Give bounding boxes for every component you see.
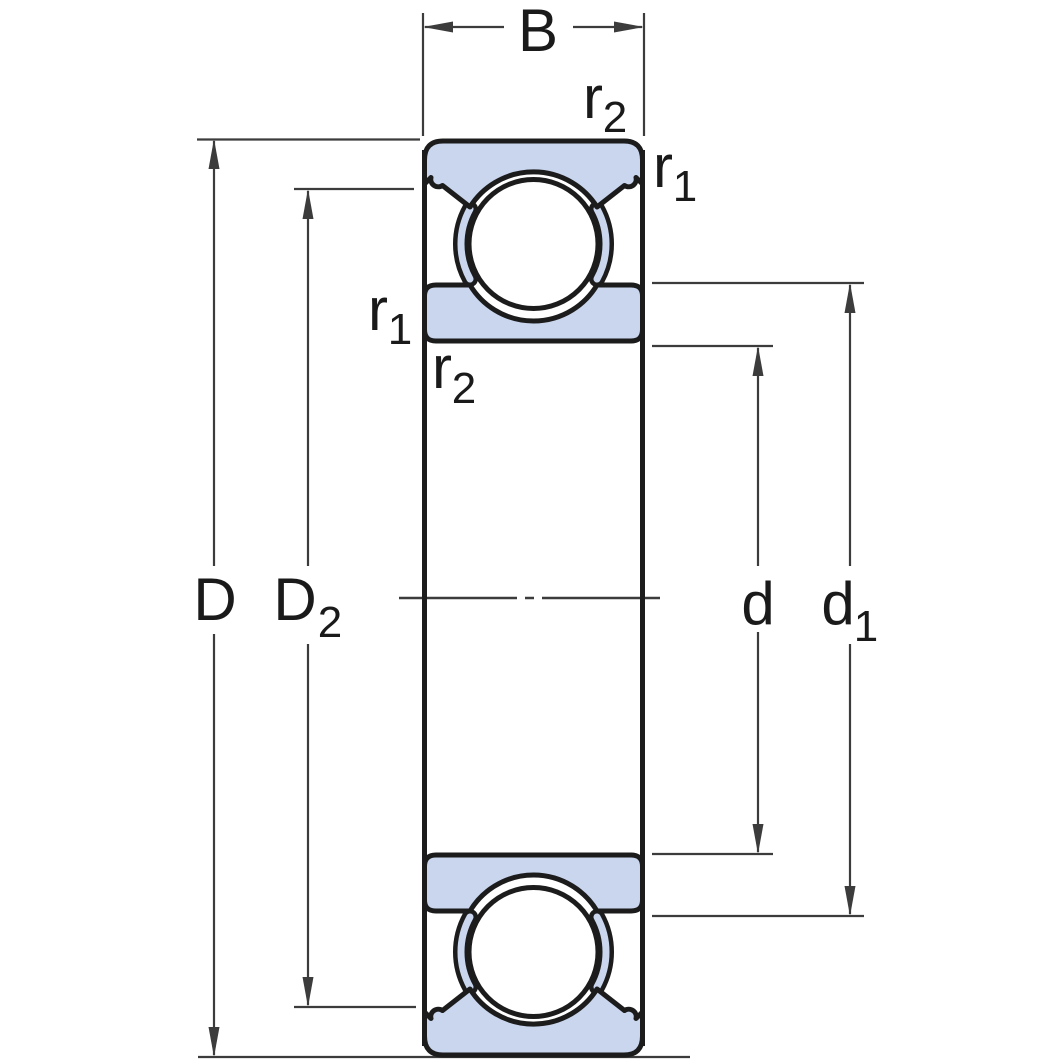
cage-right — [593, 205, 610, 283]
label-d2-sub: 2 — [318, 598, 342, 647]
b-arrow-right-icon — [614, 21, 644, 33]
label-d-outer: D — [193, 566, 236, 633]
dimension-b — [421, 13, 646, 136]
inner-ring-top — [422, 282, 645, 344]
d1-arrow-down-icon — [844, 886, 856, 916]
outer-ring-top — [422, 138, 645, 210]
label-r2-top-main: r — [583, 64, 603, 131]
label-d1-sub: 1 — [854, 602, 878, 651]
label-r1-left-sub: 1 — [388, 305, 412, 354]
label-r1-right-sub: 1 — [673, 162, 697, 211]
d-bore-arrow-down-icon — [752, 824, 764, 854]
b-arrow-left-icon — [423, 21, 453, 33]
label-r2-top-sub: 2 — [603, 93, 627, 142]
dimension-d1 — [652, 281, 864, 918]
cage-left-bottom — [457, 913, 474, 991]
top-section — [422, 138, 645, 344]
d2-arrow-down-icon — [302, 977, 314, 1007]
label-r2-left-main: r — [432, 334, 452, 401]
label-r1-left-main: r — [368, 276, 388, 343]
dimension-d2 — [294, 187, 416, 1009]
d-outer-arrow-up-icon — [208, 139, 220, 169]
ball-top — [466, 177, 601, 311]
bottom-section — [422, 852, 645, 1058]
dimension-d-bore — [652, 344, 773, 856]
outer-ring-bottom — [422, 986, 645, 1058]
label-b: B — [518, 0, 558, 64]
label-d-bore: d — [741, 570, 774, 637]
ball-bottom — [466, 885, 601, 1019]
cage-right-bottom — [593, 913, 610, 991]
d2-arrow-up-icon — [302, 189, 314, 219]
d1-arrow-up-icon — [844, 283, 856, 313]
label-r1-right-main: r — [653, 133, 673, 200]
labels: B D D 2 d d 1 r 2 r 1 r 1 r 2 — [193, 0, 878, 651]
d-bore-arrow-up-icon — [752, 346, 764, 376]
inner-ring-bottom — [422, 852, 645, 914]
label-r2-left-sub: 2 — [452, 364, 476, 413]
d-outer-arrow-down-icon — [208, 1027, 220, 1057]
label-d1-main: d — [821, 570, 854, 637]
label-d2-main: D — [273, 566, 316, 633]
cage-left — [457, 205, 474, 283]
